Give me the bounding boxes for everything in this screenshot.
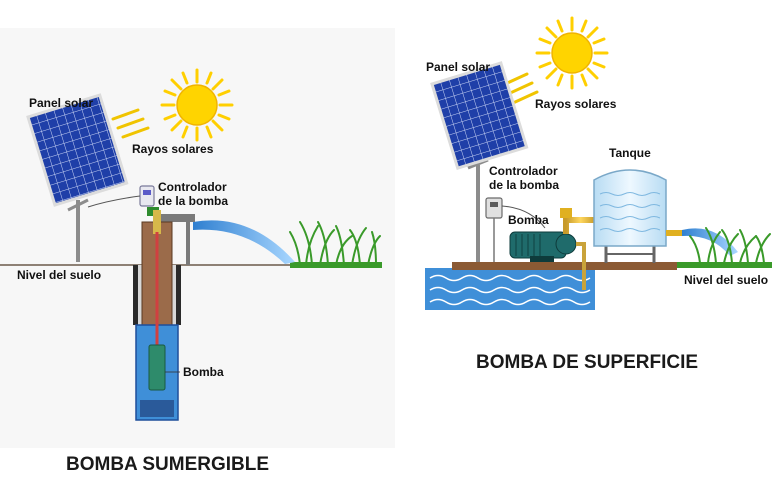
- controller-box-icon: [485, 197, 503, 219]
- surface-pump-icon: [509, 231, 577, 262]
- water-waves: [429, 274, 591, 306]
- grass-strip: [677, 262, 772, 268]
- right-controller-label-2: de la bomba: [489, 178, 559, 192]
- sun-icon: [535, 16, 609, 90]
- submersible-pump-icon: [148, 344, 166, 391]
- right-panel-label: Panel solar: [426, 60, 490, 74]
- grass-icon: [689, 227, 771, 264]
- submersible-scene: Panel solar Rayos solares Controlador de…: [0, 28, 395, 475]
- right-pump-label: Bomba: [508, 213, 549, 227]
- solar-panel-icon: [430, 61, 529, 262]
- left-controller-label-2: de la bomba: [158, 194, 228, 208]
- cable: [501, 205, 546, 229]
- pipe-support: [186, 222, 190, 265]
- tank-outlet: [666, 230, 682, 236]
- cable: [87, 195, 141, 208]
- left-panel-label: Panel solar: [29, 96, 93, 110]
- grass-icon: [289, 221, 381, 266]
- right-controller-label-1: Controlador: [489, 164, 558, 178]
- left-controller-label-1: Controlador: [158, 180, 227, 194]
- discharge-pipe: [563, 217, 595, 234]
- outlet-pipe: [155, 214, 195, 222]
- solar-panel-icon: [26, 93, 129, 262]
- controller-box-icon: [139, 185, 155, 207]
- sun-icon: [160, 68, 234, 142]
- water-stream: [682, 228, 738, 256]
- right-title: BOMBA DE SUPERFICIE: [476, 352, 698, 373]
- right-rays-label: Rayos solares: [535, 97, 617, 111]
- left-title: BOMBA SUMERGIBLE: [66, 454, 269, 475]
- left-ground-label: Nivel del suelo: [17, 268, 101, 282]
- left-rays-label: Rayos solares: [132, 142, 214, 156]
- water-stream: [193, 220, 295, 264]
- water-tank-icon: [593, 169, 667, 263]
- right-tank-label: Tanque: [609, 146, 651, 160]
- surface-scene: Panel solar Rayos solares Controlador de…: [425, 16, 772, 373]
- sun-rays-icon: [111, 108, 150, 139]
- suction-pipe: [576, 242, 586, 290]
- ground-platform: [452, 262, 677, 270]
- left-pump-label: Bomba: [183, 365, 224, 379]
- valve: [560, 208, 572, 218]
- right-ground-label: Nivel del suelo: [684, 273, 768, 287]
